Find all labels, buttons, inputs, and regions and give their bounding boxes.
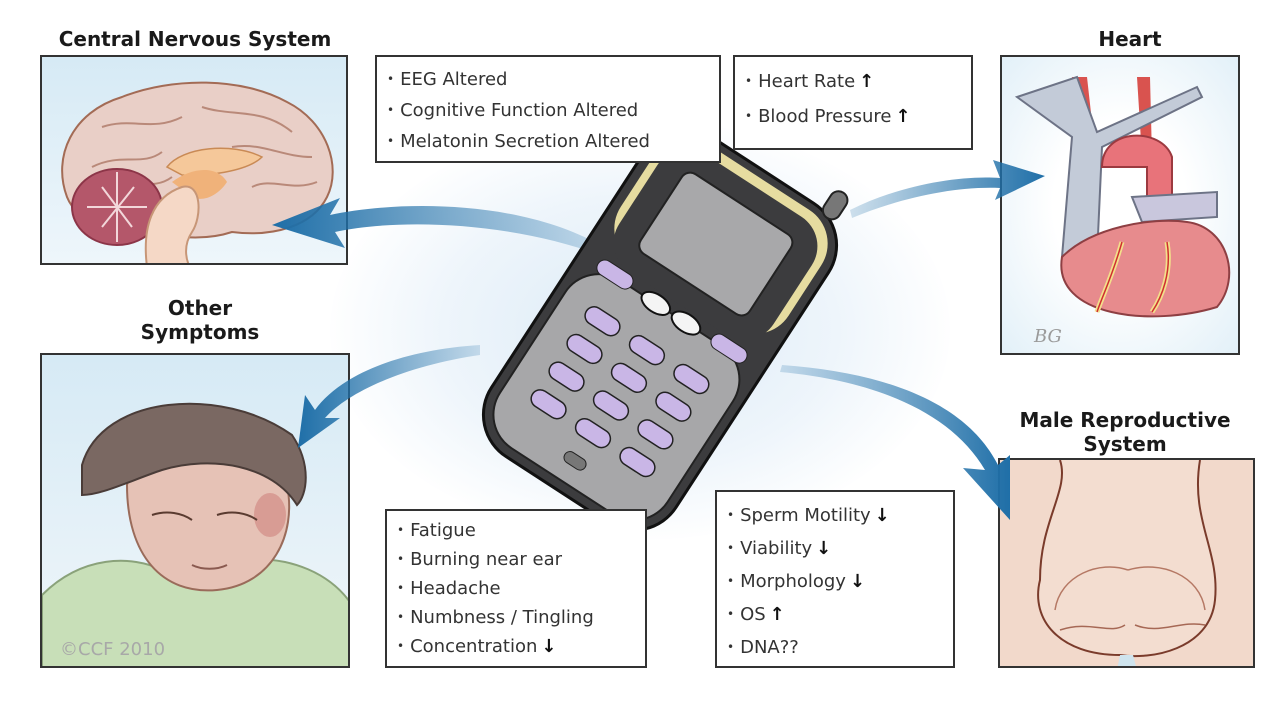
arrow-to-heart <box>850 160 1045 218</box>
brain-illustration <box>40 55 348 265</box>
cns-effect-item: EEG Altered <box>387 65 709 96</box>
effect-label: Headache <box>410 578 501 599</box>
person-illustration: ©CCF 2010 <box>40 353 350 668</box>
other-effect-item: Headache <box>397 575 635 604</box>
copyright-text: ©CCF 2010 <box>60 639 165 660</box>
arrow-down-icon: ↓ <box>541 636 557 657</box>
male-effect-item: DNA?? <box>727 632 943 665</box>
arrow-to-cns <box>272 198 600 255</box>
other-title-line2: Symptoms <box>140 320 260 344</box>
male-title-line2: System <box>1083 432 1167 456</box>
cns-effects-box: EEG Altered Cognitive Function Altered M… <box>375 55 721 163</box>
cell-phone-illustration <box>481 128 849 532</box>
cns-title: Central Nervous System <box>58 27 332 51</box>
arrow-down-icon: ↓ <box>874 505 890 526</box>
reproductive-illustration <box>998 458 1255 668</box>
cns-effect-item: Melatonin Secretion Altered <box>387 127 709 158</box>
male-effects-box: Sperm Motility↓ Viability↓ Morphology↓ O… <box>715 490 955 668</box>
effect-label: Sperm Motility <box>740 505 871 526</box>
effect-label: Blood Pressure <box>758 106 892 127</box>
effect-label: Burning near ear <box>410 549 563 570</box>
arrow-up-icon: ↑ <box>859 71 875 92</box>
arrow-up-icon: ↑ <box>895 106 911 127</box>
male-effect-item: OS↑ <box>727 599 943 632</box>
artist-signature: BG <box>1033 326 1062 347</box>
male-effect-item: Sperm Motility↓ <box>727 500 943 533</box>
other-effect-item: Concentration↓ <box>397 633 635 662</box>
heart-effect-item: Blood Pressure↑ <box>745 100 961 135</box>
cns-effect-item: Cognitive Function Altered <box>387 96 709 127</box>
arrow-to-other <box>298 345 480 448</box>
other-title: Other Symptoms <box>100 296 300 344</box>
other-effect-item: Numbness / Tingling <box>397 604 635 633</box>
effect-label: Concentration <box>410 636 538 657</box>
arrow-down-icon: ↓ <box>849 571 866 592</box>
male-effect-item: Morphology↓ <box>727 566 943 599</box>
heart-title: Heart <box>1098 27 1162 51</box>
effect-label: Fatigue <box>410 520 476 541</box>
effect-label: DNA?? <box>740 637 799 658</box>
effect-label: OS <box>740 604 766 625</box>
other-effects-box: Fatigue Burning near ear Headache Numbne… <box>385 509 647 668</box>
effect-label: Heart Rate <box>758 71 856 92</box>
heart-effect-item: Heart Rate↑ <box>745 65 961 100</box>
arrow-up-icon: ↑ <box>769 604 785 625</box>
arrow-down-icon: ↓ <box>816 538 832 559</box>
heart-illustration: BG <box>1000 55 1240 355</box>
other-effect-item: Fatigue <box>397 517 635 546</box>
heart-effects-box: Heart Rate↑ Blood Pressure↑ <box>733 55 973 150</box>
other-effect-item: Burning near ear <box>397 546 635 575</box>
male-title-line1: Male Reproductive <box>1019 408 1231 432</box>
effect-label: Morphology <box>740 571 846 592</box>
male-title: Male Reproductive System <box>990 408 1260 456</box>
effect-label: Numbness / Tingling <box>410 607 594 628</box>
male-effect-item: Viability↓ <box>727 533 943 566</box>
effect-label: Viability <box>740 538 813 559</box>
other-title-line1: Other <box>167 296 233 320</box>
arrow-to-reproductive <box>780 365 1010 520</box>
